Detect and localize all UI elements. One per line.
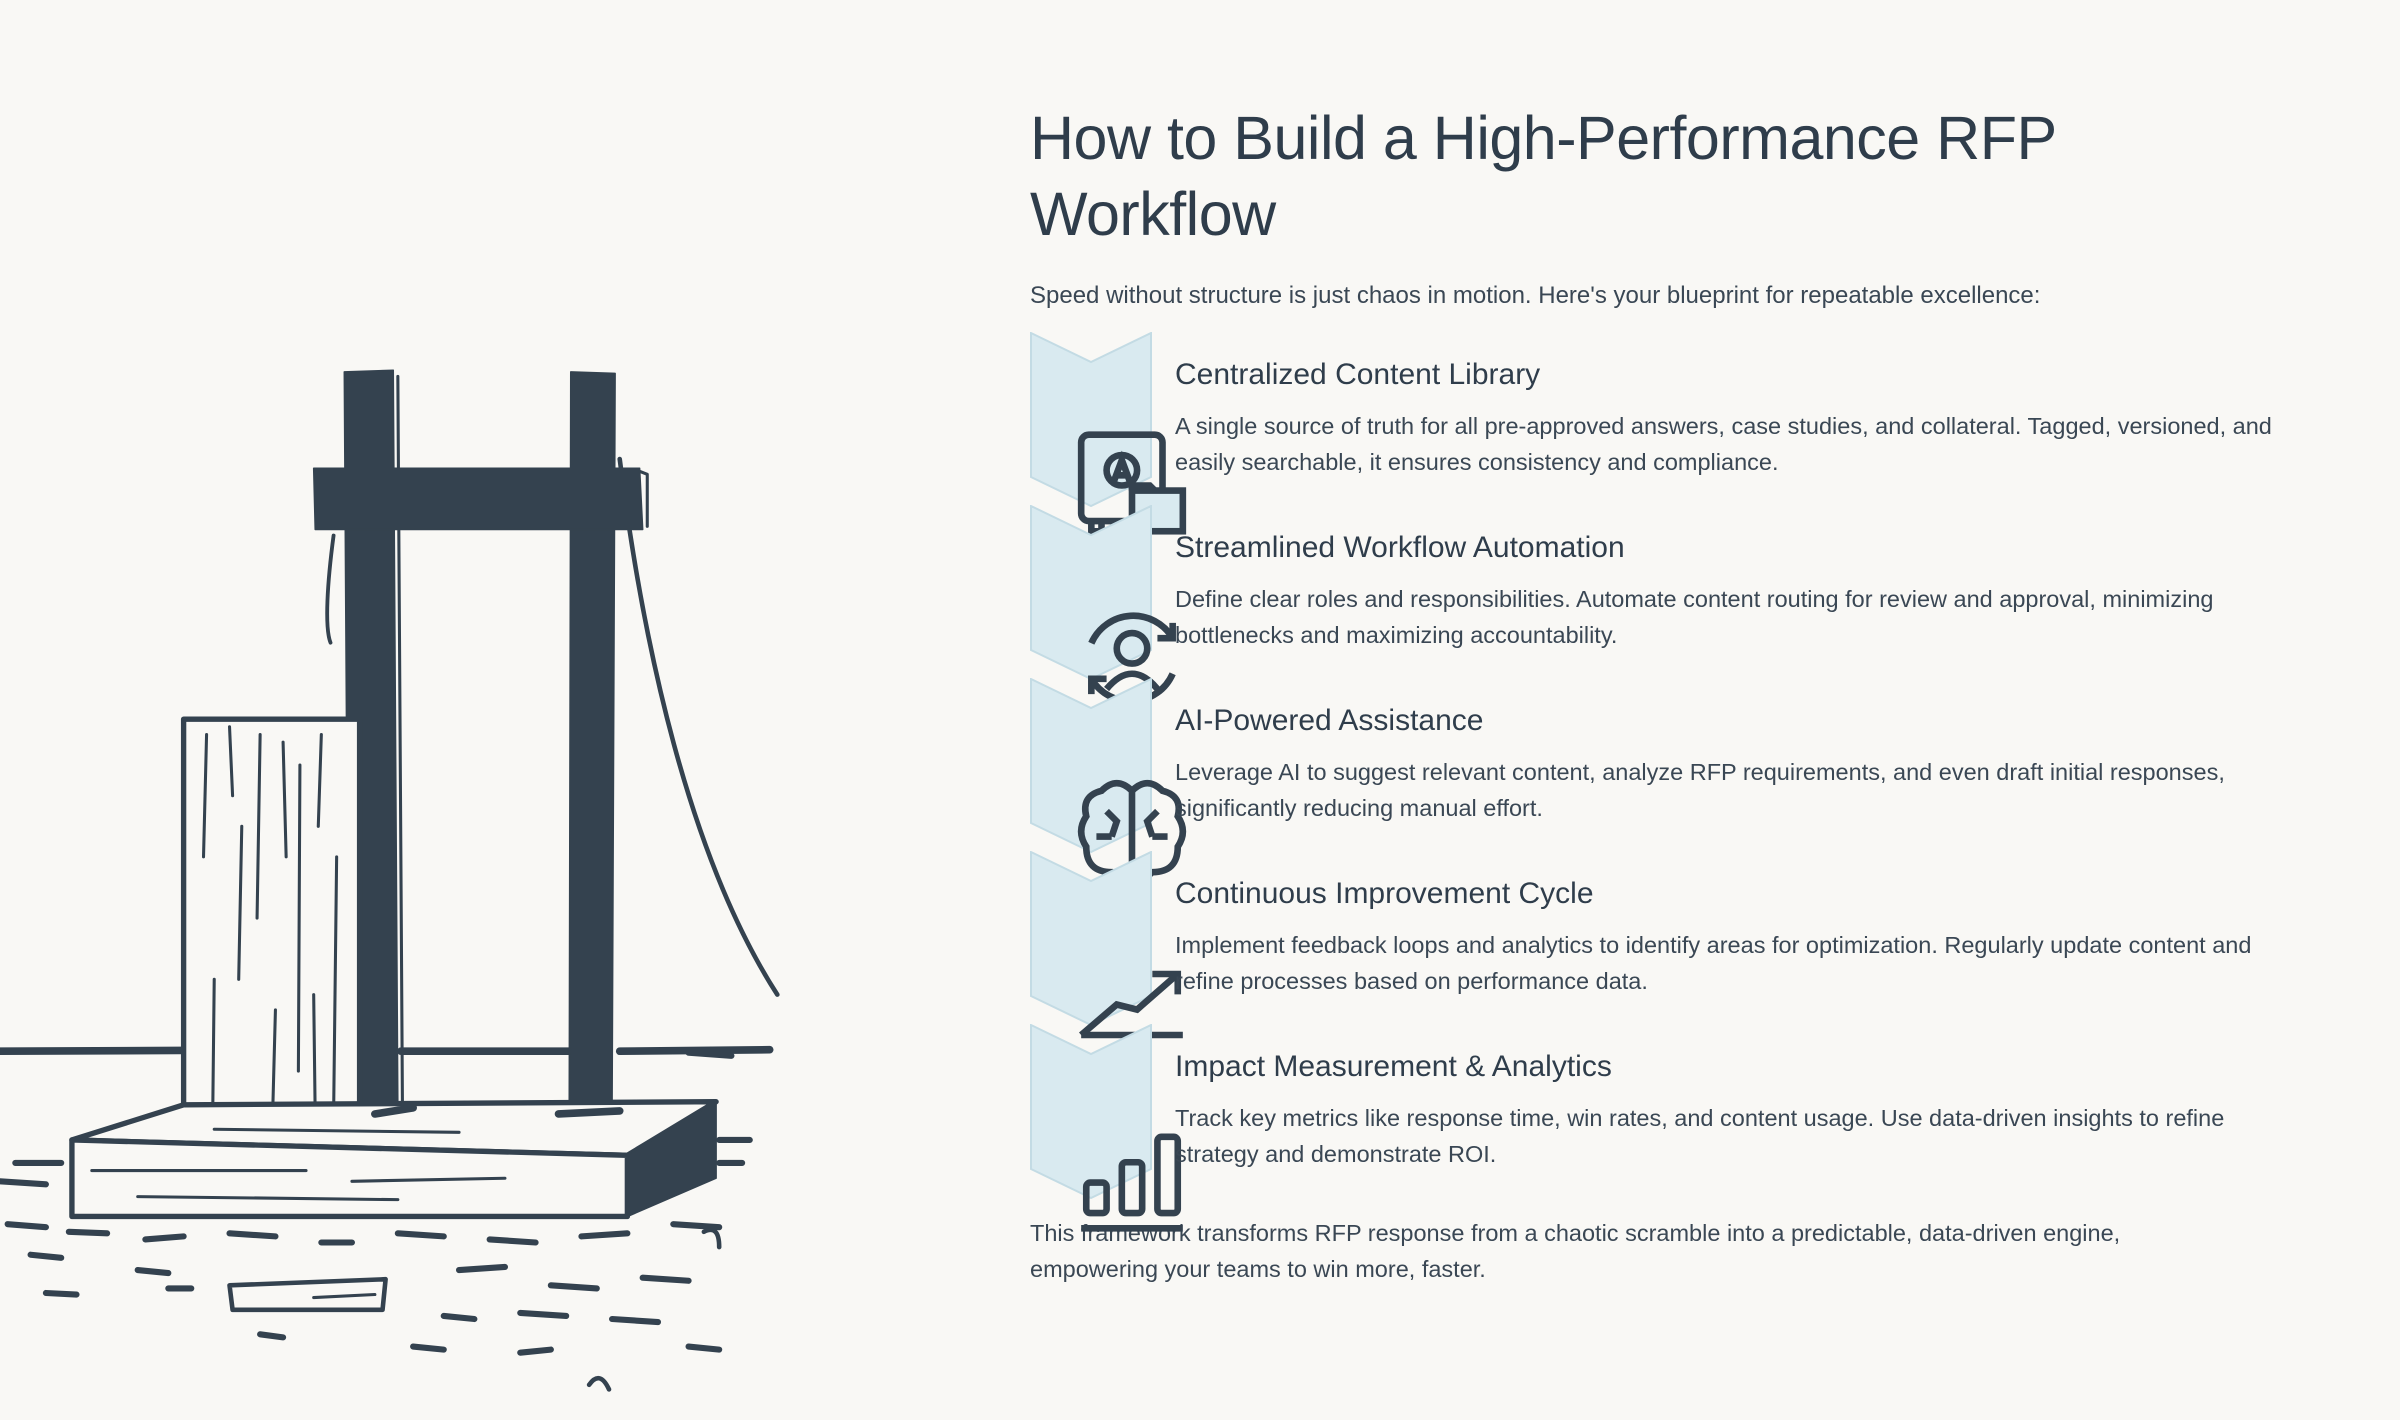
chevron-marker xyxy=(1030,505,1176,705)
workflow-step: Continuous Improvement Cycle Implement f… xyxy=(1030,851,2270,1039)
chevron-marker xyxy=(1030,851,1183,1039)
main-content: How to Build a High-Performance RFP Work… xyxy=(1030,100,2272,1311)
step-title: AI-Powered Assistance xyxy=(1175,704,1484,737)
step-description: Define clear roles and responsibilities.… xyxy=(1175,586,2214,648)
step-title: Centralized Content Library xyxy=(1175,358,1541,391)
chevron-marker xyxy=(1030,678,1187,881)
intro-text: Speed without structure is just chaos in… xyxy=(1030,282,2041,309)
step-description: A single source of truth for all pre-app… xyxy=(1175,413,2272,475)
workbench-illustration xyxy=(0,369,780,1392)
workflow-step: AI-Powered Assistance Leverage AI to sug… xyxy=(1030,678,2270,881)
chevron-marker xyxy=(1030,332,1187,535)
step-description: Leverage AI to suggest relevant content,… xyxy=(1175,759,2225,821)
workflow-steps: Centralized Content Library A single sou… xyxy=(1030,332,2272,1232)
step-title: Streamlined Workflow Automation xyxy=(1175,531,1625,564)
workflow-step: Streamlined Workflow Automation Define c… xyxy=(1030,505,2270,705)
workflow-step: Impact Measurement & Analytics Track key… xyxy=(1030,1024,2270,1232)
step-title: Impact Measurement & Analytics xyxy=(1175,1050,1612,1083)
step-title: Continuous Improvement Cycle xyxy=(1175,877,1594,910)
chevron-marker xyxy=(1030,1024,1183,1232)
workflow-step: Centralized Content Library A single sou… xyxy=(1030,332,2272,535)
step-description: Implement feedback loops and analytics t… xyxy=(1175,932,2252,994)
step-description: Track key metrics like response time, wi… xyxy=(1175,1105,2225,1167)
outro-text: This framework transforms RFP response f… xyxy=(1030,1220,2121,1282)
bar-chart-icon xyxy=(1081,1133,1183,1232)
page-title: How to Build a High-Performance RFP Work… xyxy=(1030,104,2056,248)
